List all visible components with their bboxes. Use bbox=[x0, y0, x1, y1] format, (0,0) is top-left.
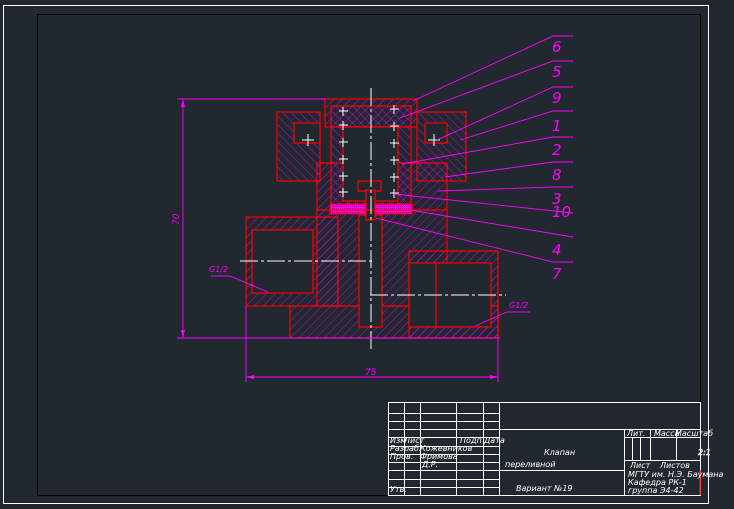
dimensions: 70 75 G1/2 G1/2 bbox=[172, 98, 530, 382]
tb-org2: Кафедра РК-1 bbox=[628, 478, 687, 487]
tb-variant: Вариант №19 bbox=[516, 484, 573, 493]
callout-8: 8 bbox=[552, 166, 562, 184]
callout-2: 2 bbox=[552, 141, 562, 159]
tb-razrab-name: Кожевников bbox=[420, 444, 473, 453]
tb-lit: Лит. bbox=[626, 429, 645, 438]
tb-sheet: Лист bbox=[629, 461, 651, 470]
inner-frame bbox=[37, 14, 701, 496]
right-bonnet-nut bbox=[416, 111, 467, 182]
tb-prov: Пров. bbox=[390, 452, 413, 461]
callout-6: 6 bbox=[552, 38, 562, 56]
thread-left-label: G1/2 bbox=[209, 265, 228, 274]
tb-utv: Утв. bbox=[390, 485, 407, 494]
callout-3: 3 bbox=[552, 190, 562, 208]
tb-masshtab: Масштаб bbox=[675, 429, 713, 438]
title-block-text: Изм Лист Подп Дата Разраб. Кожевников Пр… bbox=[390, 429, 724, 495]
spring-coils bbox=[302, 105, 440, 198]
tb-massa: Масса bbox=[654, 429, 680, 438]
outer-frame bbox=[3, 5, 709, 504]
left-bonnet-nut bbox=[276, 111, 321, 182]
callout-4: 4 bbox=[552, 241, 562, 259]
callout-7: 7 bbox=[552, 265, 562, 283]
tb-podp: Подп bbox=[460, 436, 482, 445]
tb-org1: МГТУ им. Н.Э. Баумана bbox=[628, 470, 724, 479]
tb-data: Дата bbox=[483, 436, 505, 445]
tb-razrab: Разраб. bbox=[390, 444, 421, 453]
tb-org3: группа Э4-42 bbox=[628, 486, 684, 495]
tb-izm: Изм bbox=[390, 436, 406, 445]
centerlines bbox=[240, 88, 506, 350]
tb-list: Лист bbox=[403, 436, 425, 445]
tb-prov-name2: Д.Р. bbox=[421, 460, 438, 469]
callout-1: 1 bbox=[552, 117, 562, 135]
callout-5: 5 bbox=[552, 63, 562, 81]
thread-right-label: G1/2 bbox=[509, 301, 528, 310]
tb-scale: 2:1 bbox=[698, 448, 711, 457]
right-bore bbox=[408, 262, 492, 328]
gland-left bbox=[293, 122, 321, 144]
tb-title-1: Клапан bbox=[544, 448, 575, 457]
callout-leaders bbox=[375, 35, 574, 263]
title-block bbox=[388, 402, 701, 496]
tb-sheets: Листов bbox=[659, 461, 690, 470]
callout-9: 9 bbox=[552, 89, 562, 107]
dimension-width: 75 bbox=[365, 368, 377, 378]
dimension-height: 70 bbox=[172, 213, 182, 225]
callout-numbers: 6 5 9 1 2 8 3 10 4 7 bbox=[552, 38, 571, 283]
callout-10: 10 bbox=[552, 203, 571, 221]
tb-prov-name: Фримова bbox=[420, 452, 458, 461]
tb-title-2: переливной bbox=[505, 460, 556, 469]
